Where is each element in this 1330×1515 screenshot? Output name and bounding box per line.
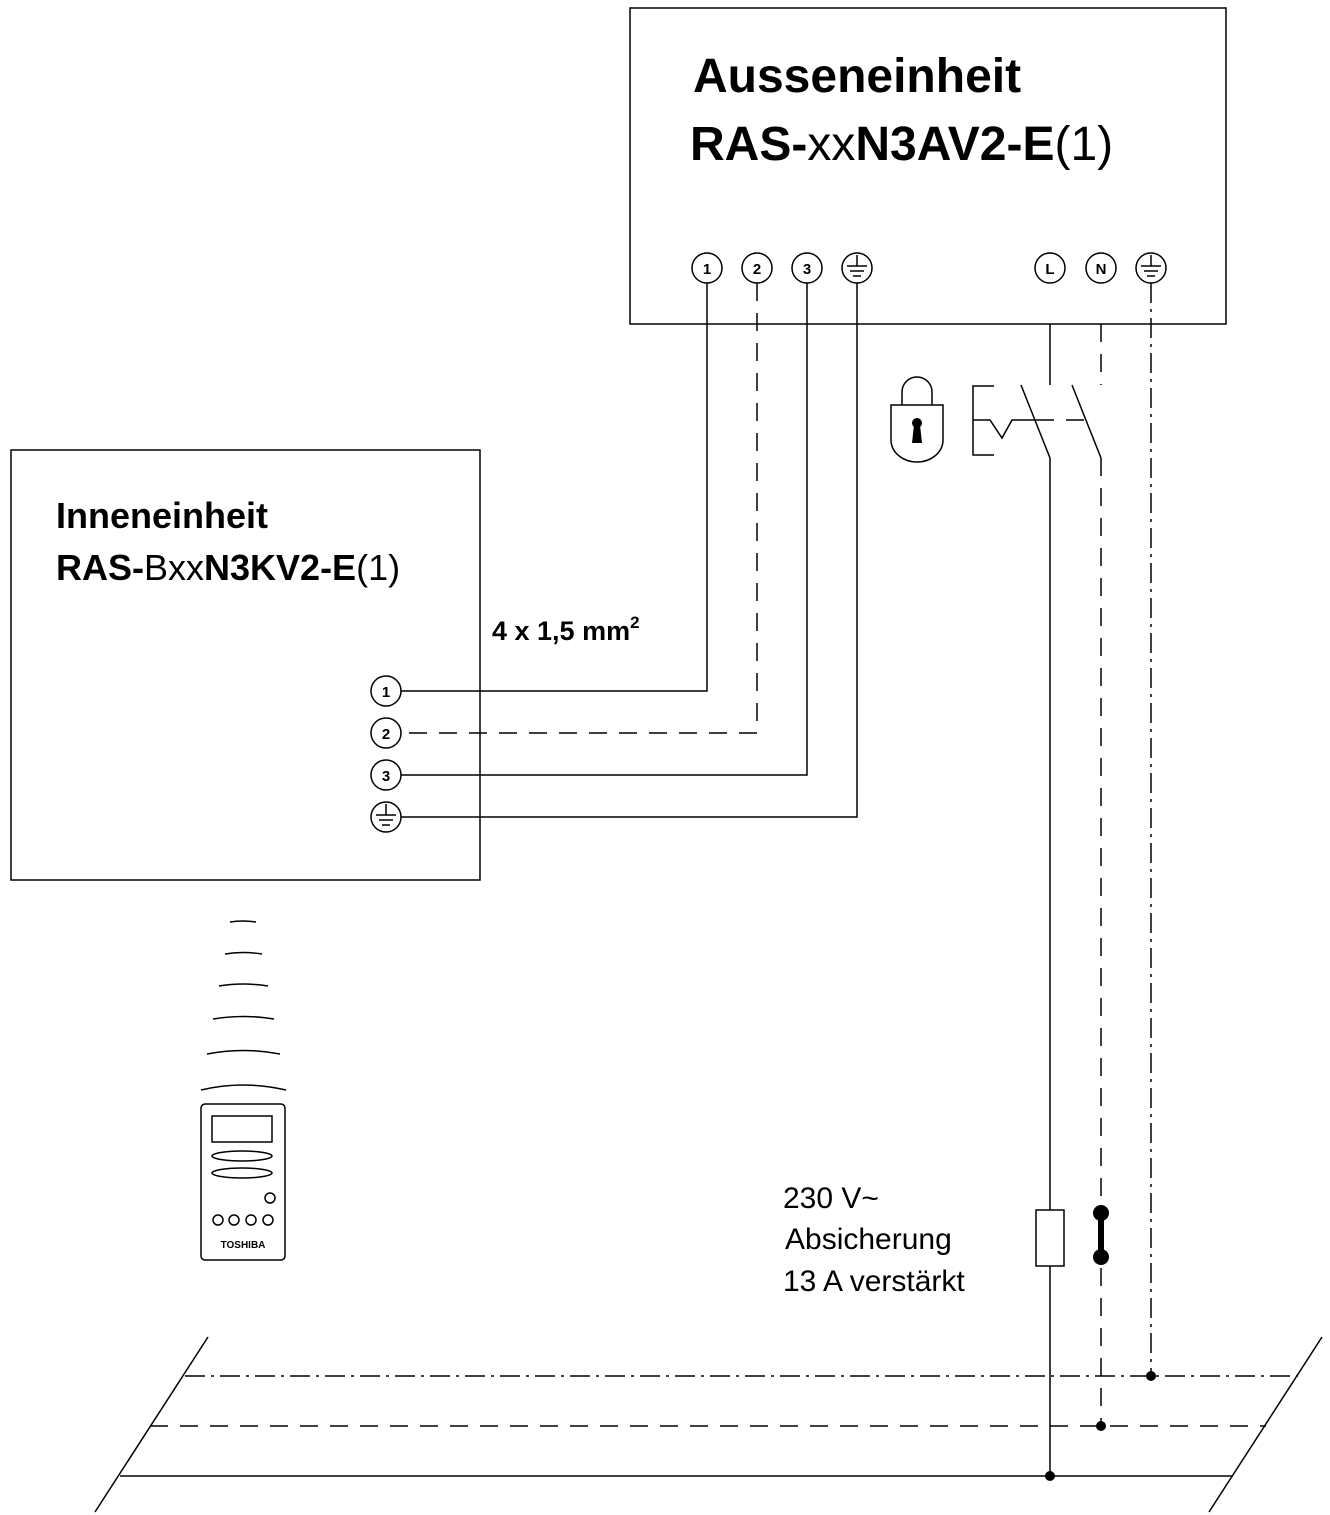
outdoor-unit: Ausseneinheit RAS-xxN3AV2-E(1) 1 2 3 L — [629, 7, 1227, 325]
indoor-unit: Inneneinheit RAS-BxxN3KV2-E(1) 1 2 3 — [10, 449, 481, 881]
supply-voltage: 230 V~ — [783, 1182, 879, 1215]
power-supply-label: 230 V~ Absicherung 13 A verstärkt — [783, 1182, 965, 1298]
wire-earth — [401, 283, 858, 818]
indoor-unit-box — [10, 449, 481, 881]
svg-text:3: 3 — [382, 768, 390, 785]
padlock-icon — [890, 376, 944, 463]
mains-busbar — [94, 1336, 1323, 1513]
indoor-terminal-2: 2 — [370, 717, 402, 749]
svg-text:2: 2 — [382, 726, 390, 743]
outdoor-terminal-n: N — [1085, 252, 1117, 284]
outdoor-terminal-3: 3 — [791, 252, 823, 284]
outdoor-terminal-2: 2 — [741, 252, 773, 284]
isolator-switch-icon — [972, 324, 1102, 459]
indoor-terminal-1: 1 — [370, 675, 402, 707]
neutral-link-icon — [1093, 1205, 1109, 1265]
svg-text:N: N — [1096, 261, 1107, 278]
svg-text:3: 3 — [803, 261, 811, 278]
indoor-earth-terminal-icon — [370, 801, 402, 833]
supply-lines — [1049, 283, 1152, 1476]
wire-3 — [401, 283, 808, 776]
svg-text:1: 1 — [703, 261, 711, 278]
svg-text:L: L — [1045, 261, 1054, 278]
outdoor-earth-terminal-icon — [841, 252, 873, 284]
outdoor-supply-earth-terminal-icon — [1135, 252, 1167, 284]
cable-spec-label: 4 x 1,5 mm2 — [492, 613, 640, 646]
indoor-unit-model: RAS-BxxN3KV2-E(1) — [56, 547, 400, 588]
indoor-unit-title: Inneneinheit — [56, 495, 268, 536]
svg-text:1: 1 — [382, 684, 390, 701]
wireless-signal-icon — [200, 920, 287, 1091]
interconnect-wires — [401, 283, 858, 818]
fuse-icon — [1035, 1209, 1065, 1267]
remote-control-icon: TOSHIBA — [200, 1103, 286, 1261]
remote-brand: TOSHIBA — [221, 1240, 266, 1251]
remote-display — [211, 1115, 273, 1143]
outdoor-unit-box — [629, 7, 1227, 325]
junction-n — [1096, 1421, 1106, 1431]
wire-2 — [401, 283, 758, 734]
fuse-rating: 13 A verstärkt — [783, 1265, 965, 1298]
indoor-terminal-3: 3 — [370, 759, 402, 791]
fuse-label: Absicherung — [785, 1223, 952, 1256]
junction-l — [1045, 1471, 1055, 1481]
outdoor-unit-model: RAS-xxN3AV2-E(1) — [690, 118, 1113, 171]
svg-text:2: 2 — [753, 261, 761, 278]
junction-pe — [1146, 1371, 1156, 1381]
outdoor-terminal-1: 1 — [691, 252, 723, 284]
outdoor-terminal-l: L — [1034, 252, 1066, 284]
wire-1 — [401, 283, 708, 692]
outdoor-unit-title: Ausseneinheit — [693, 50, 1021, 103]
